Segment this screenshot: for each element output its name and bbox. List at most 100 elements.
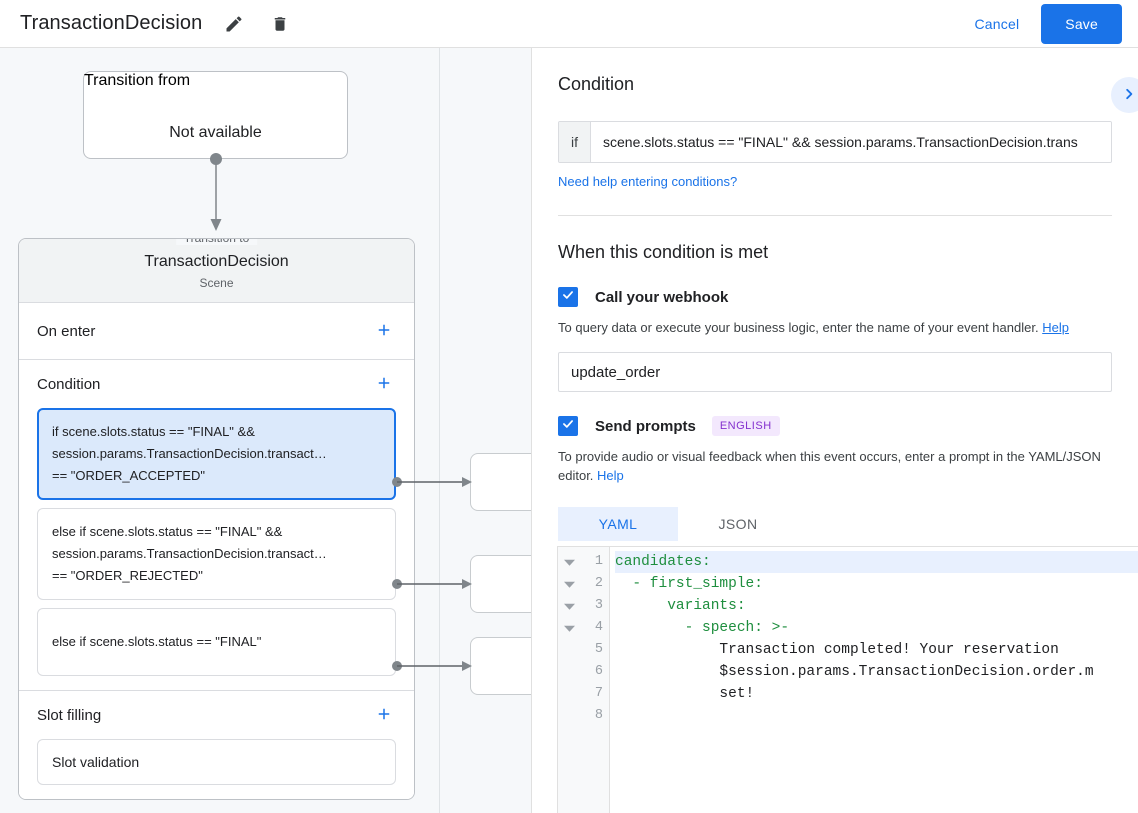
condition-target-node[interactable] — [470, 453, 531, 511]
condition-line: if scene.slots.status == "FINAL" && — [52, 424, 255, 439]
plus-icon — [375, 705, 393, 726]
condition-line: else if scene.slots.status == "FINAL" && — [52, 524, 283, 539]
editor-code-area[interactable]: candidates: - first_simple: variants: - … — [610, 547, 1138, 813]
delete-button[interactable] — [266, 10, 294, 38]
call-webhook-row: Call your webhook — [558, 287, 1112, 307]
yaml-value: Transaction completed! Your reservation — [615, 642, 1059, 658]
condition-line: else if scene.slots.status == "FINAL" — [52, 634, 262, 649]
yaml-key: - first_simple: — [615, 576, 763, 592]
send-prompts-checkbox[interactable] — [558, 416, 578, 436]
code-line[interactable]: candidates: — [615, 551, 1138, 573]
condition-line: session.params.TransactionDecision.trans… — [52, 546, 327, 561]
editor-fold-gutter[interactable] — [558, 547, 580, 813]
condition-target-node[interactable] — [470, 637, 531, 695]
code-line[interactable]: $session.params.TransactionDecision.orde… — [615, 661, 1138, 683]
check-icon — [561, 417, 575, 436]
yaml-editor[interactable]: 1 2 3 4 5 6 7 8 candidates: - first_simp… — [557, 546, 1138, 813]
language-badge: ENGLISH — [711, 416, 780, 436]
pencil-icon — [224, 14, 244, 34]
transition-from-legend: Transition from — [84, 72, 191, 89]
add-slot-filling-button[interactable] — [372, 703, 396, 727]
slot-validation-item[interactable]: Slot validation — [37, 739, 396, 785]
section-on-enter-label: On enter — [37, 322, 96, 340]
yaml-value: set! — [615, 686, 755, 702]
line-number: 1 — [594, 554, 603, 569]
fold-spacer — [558, 639, 580, 661]
transition-to-legend: Transition to — [175, 239, 258, 245]
section-divider — [558, 215, 1112, 216]
condition-line: == "ORDER_REJECTED" — [52, 568, 203, 583]
scene-name: TransactionDecision — [144, 253, 289, 270]
expand-panel-button[interactable] — [1111, 77, 1138, 113]
section-on-enter-head: On enter — [37, 303, 396, 359]
fold-toggle[interactable] — [558, 551, 580, 573]
section-condition-head: Condition — [37, 360, 396, 408]
if-label: if — [559, 122, 591, 162]
check-icon — [561, 288, 575, 307]
condition-line: == "ORDER_ACCEPTED" — [52, 468, 205, 483]
when-met-heading: When this condition is met — [558, 242, 769, 262]
condition-input-row[interactable]: if — [558, 121, 1112, 163]
code-line[interactable]: - speech: >- — [615, 617, 1138, 639]
cancel-button[interactable]: Cancel — [963, 8, 1032, 40]
section-slot-filling-head: Slot filling — [37, 691, 396, 739]
scene-graph-canvas[interactable]: Transition from Not available Transition… — [0, 48, 531, 813]
code-line[interactable]: Transaction completed! Your reservation — [615, 639, 1138, 661]
condition-target-node[interactable] — [470, 555, 531, 613]
transition-connector — [210, 153, 222, 231]
section-condition-label: Condition — [37, 375, 101, 393]
chevron-right-icon — [1118, 83, 1138, 108]
line-number: 8 — [594, 708, 603, 723]
yaml-key: variants: — [615, 598, 746, 614]
transition-from-card[interactable]: Transition from Not available — [83, 71, 348, 159]
condition-item[interactable]: else if scene.slots.status == "FINAL" &&… — [37, 508, 396, 600]
editor-format-tabs: YAML JSON — [558, 507, 1112, 541]
fold-toggle[interactable] — [558, 573, 580, 595]
section-slot-filling-label: Slot filling — [37, 706, 102, 724]
call-webhook-checkbox[interactable] — [558, 287, 578, 307]
send-prompts-label: Send prompts — [595, 417, 696, 435]
editor-line-numbers: 1 2 3 4 5 6 7 8 — [580, 547, 610, 813]
tab-yaml[interactable]: YAML — [558, 507, 678, 541]
send-prompts-description-text: To provide audio or visual feedback when… — [558, 449, 1101, 483]
plus-icon — [375, 321, 393, 342]
code-line[interactable]: set! — [615, 683, 1138, 705]
yaml-value: $session.params.TransactionDecision.orde… — [615, 664, 1094, 680]
condition-item[interactable]: if scene.slots.status == "FINAL" && sess… — [37, 408, 396, 500]
send-prompts-row: Send prompts ENGLISH — [558, 416, 1112, 436]
condition-input[interactable] — [591, 122, 1111, 162]
slot-validation-label: Slot validation — [52, 754, 140, 770]
line-number: 4 — [594, 620, 603, 635]
scene-type: Scene — [199, 276, 234, 290]
fold-spacer — [558, 661, 580, 683]
trash-icon — [271, 14, 289, 34]
webhook-help-link[interactable]: Help — [1042, 320, 1069, 335]
save-button[interactable]: Save — [1041, 3, 1122, 44]
transition-from-value: Not available — [169, 124, 262, 141]
fold-spacer — [558, 705, 580, 727]
add-condition-button[interactable] — [372, 372, 396, 396]
add-on-enter-button[interactable] — [372, 319, 396, 343]
transition-to-card[interactable]: Transition to TransactionDecision Scene … — [18, 238, 415, 800]
section-condition: Condition if scene.slots.status == "FINA… — [19, 360, 414, 691]
code-line[interactable]: variants: — [615, 595, 1138, 617]
condition-item[interactable]: else if scene.slots.status == "FINAL" — [37, 608, 396, 676]
tab-json[interactable]: JSON — [718, 516, 758, 532]
code-line[interactable] — [615, 705, 1138, 727]
line-number: 7 — [594, 686, 603, 701]
call-webhook-label: Call your webhook — [595, 288, 729, 306]
plus-icon — [375, 374, 393, 395]
yaml-key: candidates: — [615, 554, 711, 570]
fold-toggle[interactable] — [558, 617, 580, 639]
fold-toggle[interactable] — [558, 595, 580, 617]
prompts-help-link[interactable]: Help — [597, 468, 624, 483]
condition-help-link[interactable]: Need help entering conditions? — [558, 174, 738, 189]
fold-spacer — [558, 683, 580, 705]
when-met-section: When this condition is met Call your web… — [532, 216, 1138, 541]
event-handler-input[interactable] — [558, 352, 1112, 392]
send-prompts-description: To provide audio or visual feedback when… — [558, 447, 1112, 485]
condition-heading: Condition — [558, 74, 635, 94]
code-line[interactable]: - first_simple: — [615, 573, 1138, 595]
call-webhook-description-text: To query data or execute your business l… — [558, 320, 1039, 335]
edit-name-button[interactable] — [220, 10, 248, 38]
